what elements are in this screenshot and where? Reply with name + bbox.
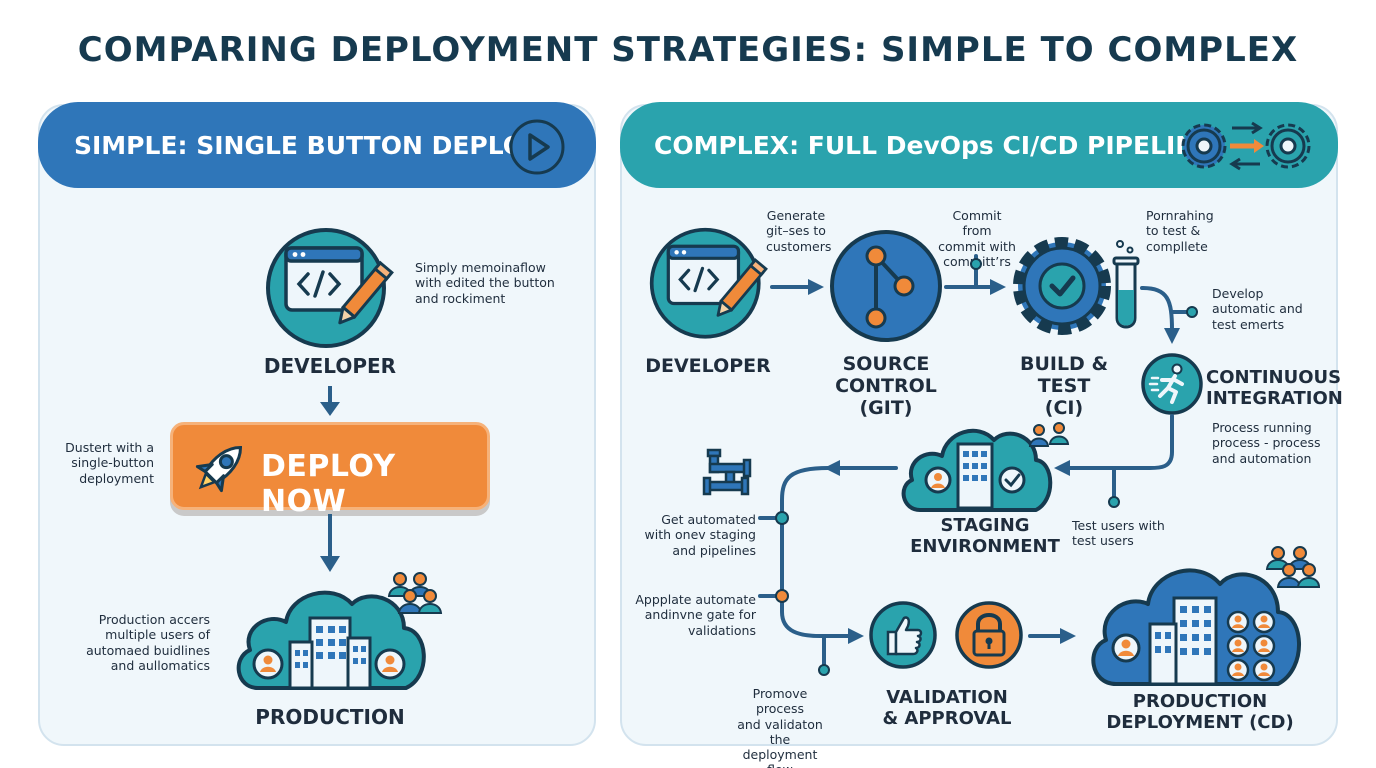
source-control-label: SOURCE CONTROL(GIT) bbox=[835, 353, 937, 419]
cloud-icon bbox=[236, 590, 426, 690]
git-branch-icon bbox=[830, 230, 942, 342]
cloud-icon bbox=[1091, 568, 1301, 686]
complex-header-text: COMPLEX: FULL DevOps CI/CD PIPELINE bbox=[654, 130, 1214, 160]
building-icon bbox=[288, 616, 372, 690]
runner-icon bbox=[1141, 353, 1203, 415]
pipe-icon bbox=[702, 448, 752, 496]
users-icon bbox=[1265, 546, 1321, 588]
arrow-down-1 bbox=[320, 386, 340, 416]
build-test-label: BUILD & TEST(CI) bbox=[1019, 353, 1109, 419]
pencil-icon bbox=[716, 258, 768, 317]
simple-header: SIMPLE: SINGLE BUTTON DEPLOY bbox=[38, 102, 596, 188]
arrow-down-2 bbox=[320, 514, 340, 572]
complex-developer-label: DEVELOPER bbox=[645, 355, 771, 377]
users-icon bbox=[1028, 422, 1070, 447]
pencil-icon bbox=[338, 260, 394, 325]
gear-check-icon bbox=[1013, 237, 1111, 335]
users-icon bbox=[387, 572, 443, 614]
code-editor-icon bbox=[266, 228, 394, 348]
rocket-icon bbox=[195, 445, 243, 493]
deploy-now-label: DEPLOY NOW bbox=[261, 449, 396, 519]
test-tube-icon bbox=[1112, 240, 1140, 329]
page-title: COMPARING DEPLOYMENT STRATEGIES: SIMPLE … bbox=[77, 30, 1299, 70]
gears-icon bbox=[1181, 121, 1311, 171]
validation-label: VALIDATION& APPROVAL bbox=[882, 687, 1012, 729]
thumbs-up-icon bbox=[869, 601, 937, 669]
simple-header-text: SIMPLE: SINGLE BUTTON DEPLOY bbox=[74, 130, 542, 160]
play-icon[interactable] bbox=[508, 118, 566, 176]
building-icon bbox=[956, 442, 994, 510]
code-editor-icon bbox=[649, 227, 768, 339]
cloud-icon bbox=[901, 428, 1053, 512]
padlock-icon bbox=[955, 601, 1023, 669]
deploy-now-button[interactable]: DEPLOY NOW bbox=[170, 422, 490, 519]
simple-production-label: PRODUCTION bbox=[255, 705, 405, 729]
building-icon bbox=[1148, 596, 1218, 686]
simple-developer-label: DEVELOPER bbox=[263, 354, 397, 378]
